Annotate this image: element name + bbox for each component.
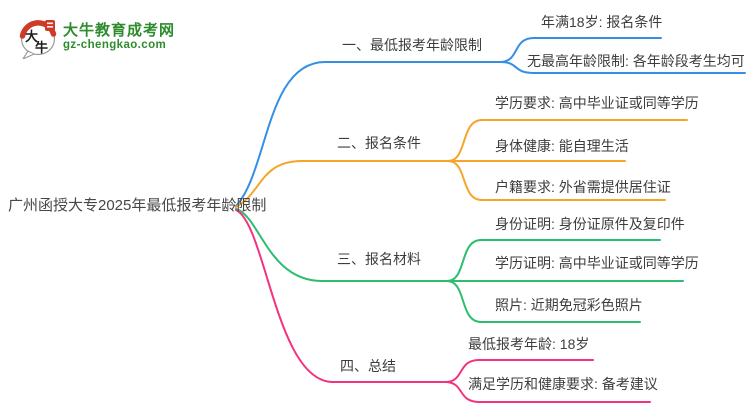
branch-node-3[interactable]: 三、报名材料 [337, 251, 421, 267]
branch-1-child-2-line [499, 61, 746, 74]
branch-2-child-3-line [447, 160, 666, 201]
branch-3-main-line [235, 208, 448, 282]
branch-2-links [235, 119, 688, 208]
branch-1-child-1-line [499, 37, 662, 63]
branch-2-main-line [235, 160, 449, 208]
branch-4-child-1-line [444, 359, 594, 383]
branch-2-child-1-line [447, 119, 688, 162]
branch-1-links [235, 37, 746, 207]
branch-3-child-1-line [446, 239, 661, 282]
branch-node-1[interactable]: 一、最低报考年龄限制 [342, 37, 482, 53]
branch-node-4[interactable]: 四、总结 [340, 358, 396, 374]
branch-3-links [235, 208, 684, 323]
site-url: gz-chengkao.com [63, 39, 167, 51]
branch-3-child-3[interactable]: 照片: 近期免冠彩色照片 [495, 297, 643, 313]
branch-4-main-line [235, 209, 446, 383]
branch-4-child-2-line [444, 381, 651, 403]
site-name: 大牛教育成考网 [63, 22, 176, 39]
logo-char-da: 大 [25, 29, 38, 45]
branch-3-child-3-line [446, 280, 641, 323]
branch-4-links [235, 209, 651, 403]
branch-1-child-2[interactable]: 无最高年龄限制: 各年龄段考生均可 [527, 53, 745, 69]
daniu-logo-icon: 大 牛 [19, 20, 57, 59]
logo-seal [45, 20, 55, 31]
logo-char-niu: 牛 [35, 40, 48, 56]
branch-1-child-1[interactable]: 年满18岁: 报名条件 [541, 14, 663, 30]
branch-2-child-3[interactable]: 户籍要求: 外省需提供居住证 [495, 179, 671, 195]
root-node[interactable]: 广州函授大专2025年最低报考年龄限制 [8, 197, 267, 214]
branch-4-child-1[interactable]: 最低报考年龄: 18岁 [468, 336, 590, 352]
branch-1-main-line [235, 61, 501, 207]
branch-2-child-2[interactable]: 身体健康: 能自理生活 [495, 138, 629, 154]
branch-2-child-1[interactable]: 学历要求: 高中毕业证或同等学历 [495, 95, 699, 111]
branch-4-child-2[interactable]: 满足学历和健康要求: 备考建议 [468, 376, 658, 392]
site-logo[interactable]: 大 牛 大牛教育成考网 gz-chengkao.com [18, 15, 175, 59]
branch-3-child-1[interactable]: 身份证明: 身份证原件及复印件 [495, 216, 685, 232]
branch-node-2[interactable]: 二、报名条件 [337, 135, 421, 151]
branch-3-child-2[interactable]: 学历证明: 高中毕业证或同等学历 [495, 255, 699, 271]
